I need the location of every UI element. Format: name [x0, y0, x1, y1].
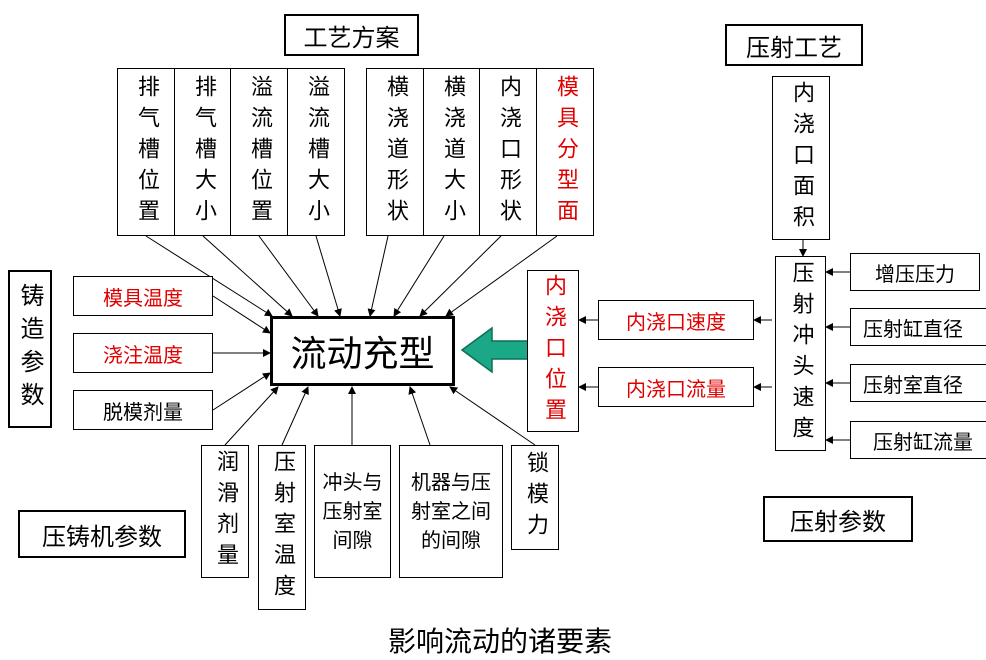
- factor-cylinder-diameter-label: 压射缸直径: [863, 316, 963, 341]
- factor-plunger-gap-label: 冲头与压射室间隙: [322, 470, 383, 552]
- factor-vent-size: 排气槽大小: [174, 68, 232, 236]
- factor-shot-sleeve-temp: 压射室温度: [258, 445, 306, 610]
- factor-pouring-temperature: 浇注温度: [73, 333, 213, 373]
- factor-vent-position: 排气槽位置: [117, 68, 175, 236]
- factor-intensification-pressure: 增压压力: [850, 253, 980, 291]
- header-process-plan: 工艺方案: [284, 14, 419, 56]
- arrow-top-2: [202, 235, 293, 317]
- factor-cylinder-flow-label: 压射缸流量: [873, 429, 973, 454]
- center-flow-filling: 流动充型: [270, 316, 455, 386]
- header-injection-process: 压射工艺: [725, 24, 863, 66]
- plunger-speed: 压射冲头速度: [775, 256, 826, 451]
- factor-runner-size: 横浇道大小: [423, 68, 481, 236]
- header-machine-params: 压铸机参数: [18, 510, 186, 558]
- factor-die-temperature: 模具温度: [73, 276, 213, 316]
- factor-cylinder-flow: 压射缸流量: [850, 421, 986, 459]
- factor-lubricant: 润滑剂量: [201, 445, 249, 578]
- factor-machine-sleeve-gap: 机器与压射室之间的间隙: [399, 445, 503, 578]
- gate-area: 内浇口面积: [772, 76, 830, 240]
- header-casting-params: 铸造参数: [8, 270, 52, 428]
- arrow-top-6: [393, 235, 445, 317]
- arrow-top-4: [315, 235, 342, 317]
- arrow-top-5: [367, 235, 389, 317]
- gate-flow: 内浇口流量: [598, 367, 754, 407]
- arrow-bottom-4: [408, 386, 431, 446]
- header-injection-params: 压射参数: [763, 496, 913, 542]
- big-green-arrow: [460, 326, 529, 374]
- factor-sleeve-diameter-label: 压射室直径: [863, 372, 963, 397]
- factor-sleeve-diameter: 压射室直径: [850, 364, 986, 402]
- caption: 影响流动的诸要素: [387, 625, 612, 658]
- arrow-bottom-2: [281, 386, 309, 446]
- factor-gate-shape: 内浇口形状: [479, 68, 537, 236]
- factor-plunger-gap: 冲头与压射室间隙: [314, 445, 391, 578]
- gate-speed: 内浇口速度: [598, 300, 754, 340]
- factor-overflow-size: 溢流槽大小: [287, 68, 345, 236]
- arrow-bottom-1: [224, 386, 279, 446]
- factor-runner-shape: 横浇道形状: [366, 68, 424, 236]
- factor-clamping-force: 锁模力: [511, 445, 559, 550]
- gate-position: 内浇口位置: [527, 270, 579, 432]
- factor-overflow-position: 溢流槽位置: [230, 68, 288, 236]
- arrow-left-1: [212, 295, 271, 334]
- factor-release-agent: 脱模剂量: [73, 390, 213, 430]
- factor-cylinder-diameter: 压射缸直径: [850, 308, 986, 346]
- arrow-top-3: [258, 235, 319, 317]
- arrow-left-3: [212, 372, 271, 411]
- arrow-bottom-5: [449, 386, 536, 446]
- factor-parting-surface: 模具分型面: [536, 68, 594, 236]
- arrow-top-7: [419, 235, 502, 317]
- factor-machine-sleeve-gap-label: 机器与压射室之间的间隙: [411, 470, 491, 552]
- arrow-top-8: [445, 235, 558, 317]
